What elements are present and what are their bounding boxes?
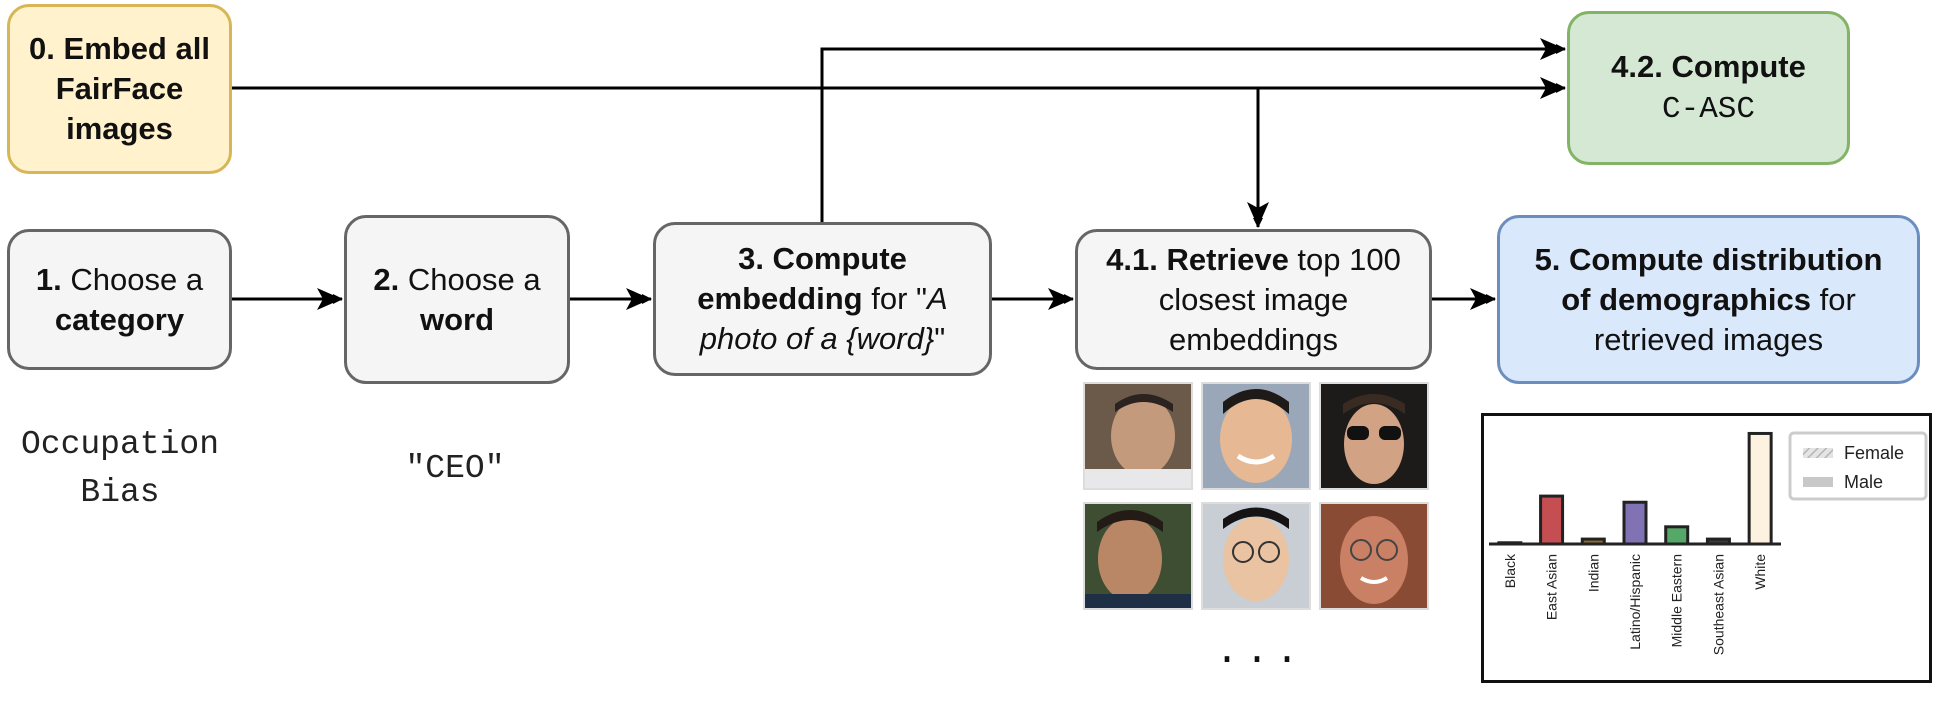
step-3-text1: for ": [862, 281, 928, 316]
bar-east-asian: [1539, 494, 1565, 546]
step-4-1-text3: embeddings: [1169, 321, 1338, 357]
example-category-line1: Occupation: [20, 426, 220, 463]
step-5-bold1: 5. Compute distribution: [1534, 241, 1883, 277]
step-3-ital1: A: [927, 281, 948, 316]
step-4-2-bold: 4.2. Compute: [1611, 48, 1806, 84]
legend-swatch-male: [1803, 477, 1833, 487]
tick-label: Latino/Hispanic: [1627, 554, 1643, 650]
step-0-line1: 0. Embed all: [29, 31, 210, 66]
face-image: [1319, 382, 1429, 490]
step-1-bold: category: [54, 301, 185, 337]
example-word: "CEO": [360, 445, 550, 493]
bar-white: [1747, 431, 1773, 546]
step-3-compute-embedding-box: 3. Compute embedding for "A photo of a {…: [653, 222, 992, 376]
more-images-ellipsis: ...: [1214, 630, 1305, 675]
step-4-1-retrieve-box: 4.1. Retrieve top 100 closest image embe…: [1075, 229, 1432, 370]
step-5-text1: for: [1810, 281, 1856, 317]
tick-label: East Asian: [1544, 554, 1560, 620]
step-0-embed-fairface-box: 0. Embed all FairFace images: [7, 4, 232, 174]
tick-label: Black: [1502, 553, 1518, 588]
legend-swatch-female: [1803, 448, 1833, 458]
step-3-text2: ": [934, 321, 946, 356]
step-4-2-mono: C-ASC: [1661, 91, 1755, 127]
step-4-2-compute-casc-box: 4.2. Compute C-ASC: [1567, 11, 1850, 165]
step-1-choose-category-box: 1. Choose a category: [7, 229, 232, 370]
step-1-number: 1.: [35, 261, 62, 297]
tick-label: Southeast Asian: [1710, 554, 1726, 655]
example-category: Occupation Bias: [0, 421, 240, 517]
example-category-line2: Bias: [80, 474, 160, 511]
face-image: [1319, 502, 1429, 610]
bar-latino-hispanic: [1622, 500, 1648, 546]
step-2-text: Choose a: [399, 261, 541, 297]
legend-label-female: Female: [1844, 443, 1904, 463]
step-3-ital2: photo of a {word}: [699, 321, 935, 356]
step-5-compute-distribution-box: 5. Compute distribution of demographics …: [1497, 215, 1920, 384]
demographics-chart-svg: Black East Asian Indian Latino/Hispanic Midd…: [1489, 431, 1928, 655]
step-2-bold: word: [419, 301, 495, 337]
tick-label: White: [1752, 554, 1768, 590]
face-image: [1083, 502, 1193, 610]
step-4-1-bold: 4.1. Retrieve: [1106, 241, 1289, 277]
step-2-number: 2.: [373, 261, 400, 297]
step-5-bold2: of demographics: [1561, 281, 1811, 317]
step-4-1-text2: closest image: [1158, 281, 1349, 317]
arrow-3-to-42: [820, 44, 1566, 222]
tick-label: Middle Eastern: [1669, 554, 1685, 647]
retrieved-faces-grid: [1083, 382, 1433, 614]
step-5-text2: retrieved images: [1593, 321, 1824, 357]
step-2-choose-word-box: 2. Choose a word: [344, 215, 570, 384]
step-0-line2: FairFace: [55, 71, 184, 106]
step-3-bold1: 3. Compute: [738, 241, 907, 276]
step-0-line3: images: [66, 111, 173, 146]
legend-label-male: Male: [1844, 472, 1883, 492]
bar-middle-eastern: [1664, 525, 1690, 546]
step-4-1-text1: top 100: [1288, 241, 1401, 277]
step-3-bold2: embedding: [697, 281, 863, 316]
example-word-text: "CEO": [405, 450, 505, 487]
step-1-text: Choose a: [61, 261, 204, 297]
face-image: [1201, 382, 1311, 490]
demographics-chart: Black East Asian Indian Latino/Hispanic Midd…: [1481, 413, 1932, 683]
face-image: [1083, 382, 1193, 490]
face-image: [1201, 502, 1311, 610]
tick-label: Indian: [1585, 554, 1601, 592]
